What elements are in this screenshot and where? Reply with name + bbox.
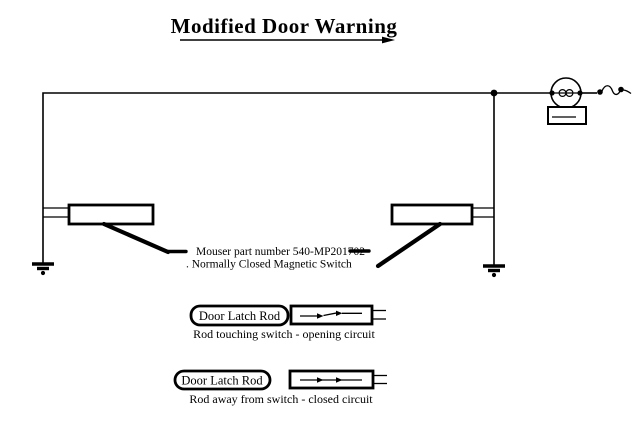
reed-contacts-closed-icon bbox=[300, 377, 362, 383]
left-and-top-wire bbox=[42, 92, 551, 263]
door-latch-rod-label: Door Latch Rod bbox=[181, 374, 263, 388]
lamp-terminal-right bbox=[577, 90, 583, 96]
magnetic-switch-right bbox=[390, 203, 474, 226]
junction-dot bbox=[490, 89, 498, 97]
earth-ground-icon-left bbox=[32, 262, 54, 276]
illustration-rod-touching: Door Latch Rod Rod touching switch - ope… bbox=[189, 304, 386, 341]
illustration-caption: Rod away from switch - closed circuit bbox=[189, 392, 373, 406]
page-title: Modified Door Warning bbox=[171, 14, 398, 38]
note-line-1: Mouser part number 540-MP201702 bbox=[196, 246, 365, 258]
door-latch-rod-label: Door Latch Rod bbox=[199, 309, 281, 323]
squiggle-wire-icon bbox=[582, 85, 632, 96]
reed-switch-box bbox=[289, 304, 374, 326]
note-line-2: . Normally Closed Magnetic Switch bbox=[186, 259, 352, 271]
earth-ground-icon-right bbox=[483, 264, 505, 278]
lamp-base-box bbox=[547, 106, 587, 125]
lamp-terminal-left bbox=[549, 90, 555, 96]
magnetic-switch-left bbox=[67, 203, 155, 226]
reed-contacts-open-icon bbox=[300, 310, 362, 319]
illustration-caption: Rod touching switch - opening circuit bbox=[193, 327, 375, 341]
leader-line-left bbox=[101, 221, 188, 255]
title-underline-arrow bbox=[382, 36, 395, 44]
page-title-group: Modified Door Warning bbox=[171, 14, 398, 44]
lamp-filament-loop bbox=[565, 88, 574, 97]
illustration-rod-away: Door Latch Rod Rod away from switch - cl… bbox=[173, 369, 387, 406]
leader-line-right bbox=[348, 221, 443, 269]
door-latch-rod-pill bbox=[173, 369, 272, 391]
buzzer-lamp-icon bbox=[549, 77, 583, 109]
door-latch-rod-pill bbox=[189, 304, 290, 327]
circuit-diagram: Mouser part number 540-MP201702 . Normal… bbox=[32, 77, 632, 278]
